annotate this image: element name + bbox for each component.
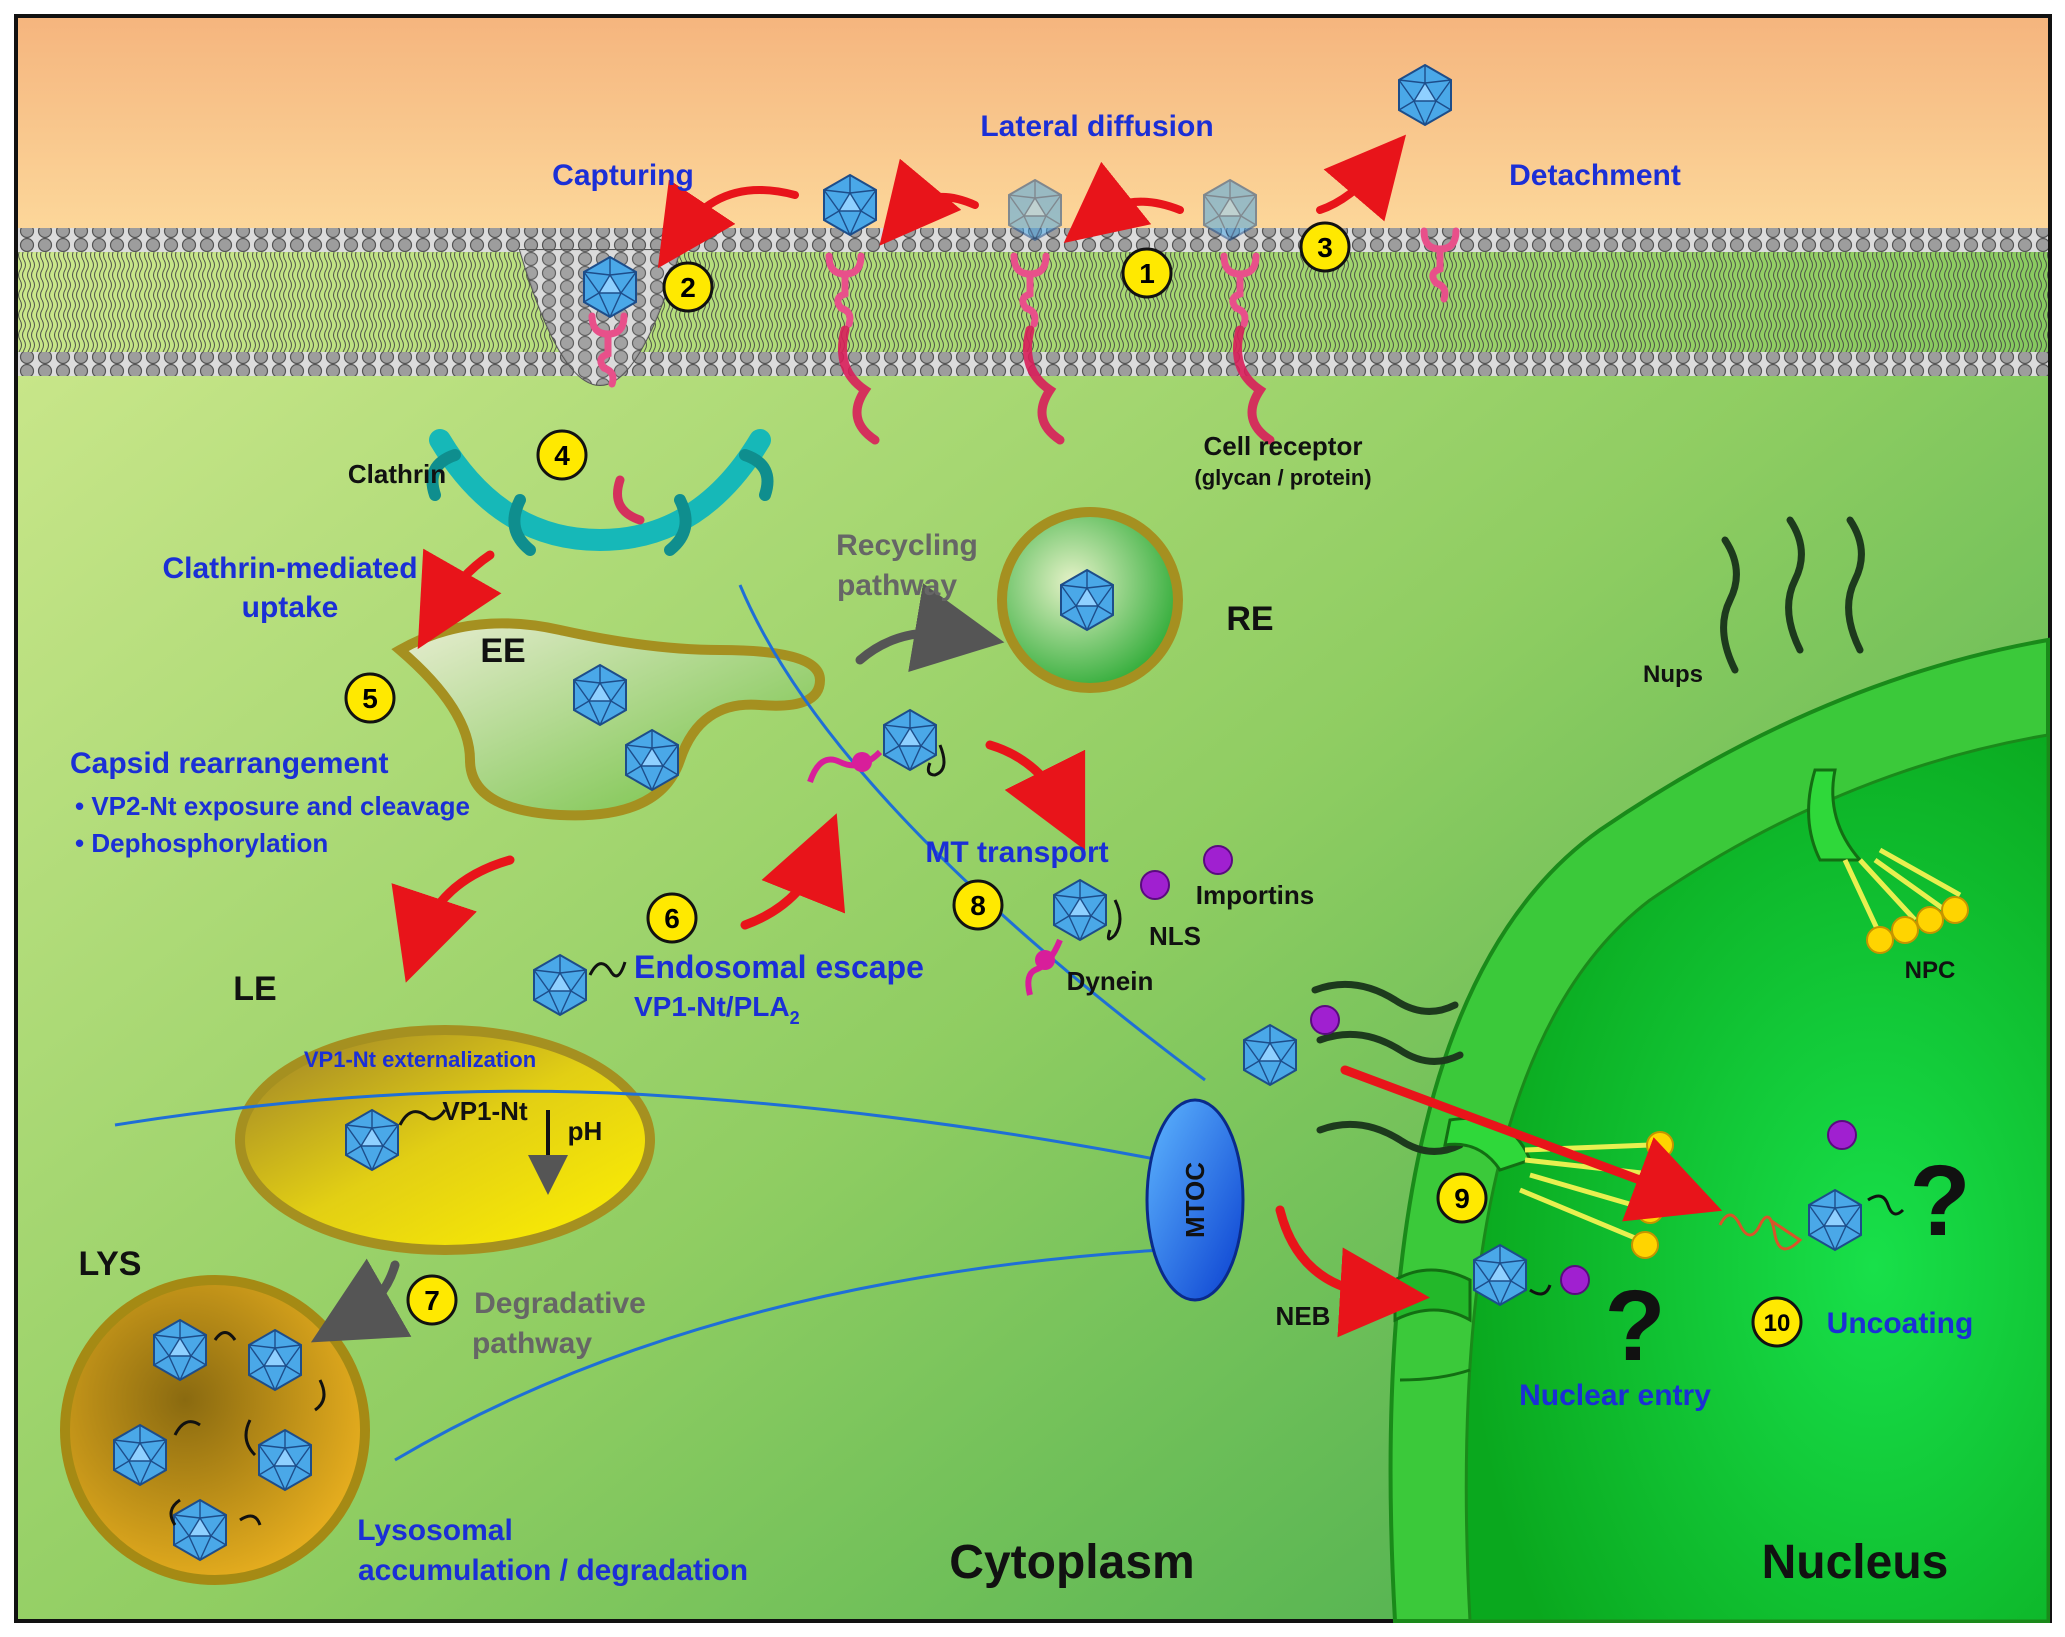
label-cytoplasm: Cytoplasm bbox=[949, 1536, 1194, 1589]
nls-tail-2 bbox=[1106, 899, 1122, 941]
nls-tail-1 bbox=[926, 744, 946, 777]
vp1-tail-le bbox=[398, 1109, 447, 1126]
label-clathrin-uptake-1: Clathrin-mediated bbox=[162, 552, 417, 585]
dynein-2 bbox=[1025, 938, 1063, 996]
label-le: LE bbox=[233, 970, 276, 1008]
label-uncoating: Uncoating bbox=[1827, 1307, 1974, 1340]
label-detachment: Detachment bbox=[1509, 159, 1681, 192]
svg-text:3: 3 bbox=[1317, 232, 1333, 263]
step-badge-7: 7 bbox=[406, 1274, 458, 1326]
label-cell-receptor: Cell receptor bbox=[1204, 431, 1363, 461]
mtoc bbox=[1145, 1098, 1245, 1302]
label-ee: EE bbox=[480, 632, 525, 670]
label-nups: Nups bbox=[1643, 661, 1703, 688]
step-badge-3: 3 bbox=[1299, 221, 1351, 273]
nls-tail-4 bbox=[1867, 1194, 1905, 1216]
svg-text:5: 5 bbox=[362, 683, 378, 714]
svg-text:4: 4 bbox=[554, 440, 570, 471]
label-degradative-1: Degradative bbox=[474, 1287, 646, 1320]
label-nls: NLS bbox=[1149, 921, 1201, 951]
dynein-head-2 bbox=[1035, 950, 1055, 970]
question-mark-nuclear-entry: ? bbox=[1604, 1270, 1665, 1382]
label-nuclear-entry: Nuclear entry bbox=[1519, 1379, 1711, 1412]
clathrin-coat bbox=[426, 429, 774, 556]
label-importins: Importins bbox=[1196, 880, 1314, 910]
label-mt-transport: MT transport bbox=[925, 836, 1108, 869]
nls-tail-3 bbox=[1529, 1284, 1552, 1296]
process-arrows-red bbox=[391, 548, 1723, 1338]
step-badge-4: 4 bbox=[536, 429, 588, 481]
step-badge-2: 2 bbox=[662, 261, 714, 313]
svg-text:1: 1 bbox=[1139, 258, 1155, 289]
viral-genome bbox=[1718, 1213, 1803, 1251]
label-degradative-2: pathway bbox=[472, 1327, 592, 1360]
dynein-head-1 bbox=[852, 752, 872, 772]
label-ph: pH bbox=[568, 1116, 603, 1146]
label-recycling-1: Recycling bbox=[836, 529, 978, 562]
svg-text:7: 7 bbox=[424, 1285, 440, 1316]
step-badges: 1 2 3 4 5 6 7 8 9 10 bbox=[344, 221, 1803, 1348]
label-neb: NEB bbox=[1276, 1301, 1331, 1331]
label-dynein: Dynein bbox=[1067, 966, 1154, 996]
svg-text:10: 10 bbox=[1764, 1310, 1791, 1337]
step-badge-6: 6 bbox=[646, 892, 698, 944]
step-badge-8: 8 bbox=[952, 879, 1004, 931]
svg-text:8: 8 bbox=[970, 890, 986, 921]
svg-text:9: 9 bbox=[1454, 1183, 1470, 1214]
label-capturing: Capturing bbox=[552, 159, 694, 192]
step-badge-1: 1 bbox=[1121, 247, 1173, 299]
label-capsid-rearrangement: Capsid rearrangement bbox=[70, 747, 388, 780]
importin-1 bbox=[1140, 870, 1170, 900]
microtubules bbox=[114, 584, 1206, 1462]
label-lys: LYS bbox=[78, 1245, 141, 1283]
step-badge-9: 9 bbox=[1436, 1172, 1488, 1224]
label-vp1-nt: VP1-Nt bbox=[442, 1096, 528, 1126]
label-clathrin-uptake-2: uptake bbox=[242, 591, 339, 624]
label-lysosomal-1: Lysosomal bbox=[357, 1514, 513, 1547]
receptor-group bbox=[592, 231, 1456, 525]
label-lateral-diffusion: Lateral diffusion bbox=[980, 110, 1213, 143]
label-vp1-externalization: VP1-Nt externalization bbox=[304, 1047, 536, 1072]
label-lysosomal-2: accumulation / degradation bbox=[358, 1554, 748, 1587]
nups bbox=[1311, 516, 1865, 1155]
label-endosomal-escape: Endosomal escape bbox=[634, 949, 924, 985]
label-npc: NPC bbox=[1905, 957, 1956, 984]
label-cell-receptor-sub: (glycan / protein) bbox=[1194, 465, 1371, 490]
step-badge-5: 5 bbox=[344, 672, 396, 724]
label-recycling-2: pathway bbox=[837, 569, 957, 602]
importin-4 bbox=[1560, 1265, 1590, 1295]
importin-2 bbox=[1203, 845, 1233, 875]
label-bullet-1: • VP2-Nt exposure and cleavage bbox=[75, 791, 470, 821]
label-bullet-2: • Dephosphorylation bbox=[75, 828, 328, 858]
svg-text:6: 6 bbox=[664, 903, 680, 934]
importin-5 bbox=[1827, 1120, 1857, 1150]
plasma-membrane bbox=[18, 228, 2048, 386]
label-re: RE bbox=[1226, 600, 1273, 638]
label-nucleus: Nucleus bbox=[1762, 1536, 1949, 1589]
label-vp1-pla: VP1-Nt/PLA2 bbox=[634, 991, 800, 1028]
vp1-tail-escaping bbox=[588, 961, 627, 978]
membrane-arrows bbox=[657, 134, 1407, 269]
npc-upper bbox=[1807, 768, 1969, 954]
question-mark-uncoating: ? bbox=[1909, 1145, 1970, 1257]
step-badge-10: 10 bbox=[1751, 1296, 1803, 1348]
label-clathrin: Clathrin bbox=[348, 459, 446, 489]
mtoc-label: MTOC bbox=[1180, 1162, 1210, 1238]
importin-3 bbox=[1310, 1005, 1340, 1035]
svg-text:2: 2 bbox=[680, 272, 696, 303]
late-endosome bbox=[235, 1025, 655, 1255]
lysosome-capsids bbox=[113, 1319, 326, 1561]
process-arrows-grey bbox=[310, 583, 1005, 1343]
